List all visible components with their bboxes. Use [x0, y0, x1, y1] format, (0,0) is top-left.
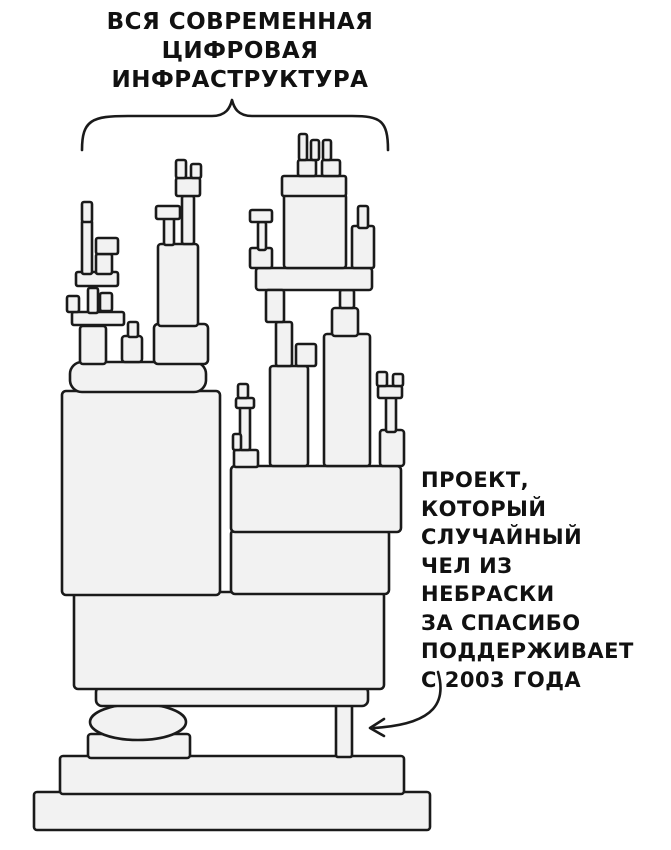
block-centre-base — [152, 322, 210, 366]
base-block-bottom — [32, 790, 432, 832]
block-top-large — [282, 192, 348, 270]
post-top-b — [309, 138, 321, 162]
block-right-a — [268, 364, 310, 468]
cube-far-right-b — [375, 370, 389, 388]
post-left-a — [86, 286, 100, 315]
block-right-upper — [229, 464, 403, 534]
cube-centre-b — [174, 176, 202, 198]
cube-small-b — [236, 382, 250, 400]
annotation-line: ЗА СПАСИБО — [421, 610, 581, 635]
post-top-left — [256, 220, 268, 252]
block-left-tall — [60, 389, 222, 597]
annotation-line: НЕБРАСКИ — [421, 582, 555, 606]
block-right-b — [294, 342, 318, 368]
block-large-middle — [72, 590, 386, 691]
bar-left-a — [70, 310, 126, 327]
title-line: ЦИФРОВАЯ — [161, 38, 319, 64]
title-caption: ВСЯ СОВРЕМЕННАЯ ЦИФРОВАЯ ИНФРАСТРУКТУРА — [60, 8, 420, 95]
title-line: ИНФРАСТРУКТУРА — [111, 67, 369, 93]
curly-brace — [80, 98, 390, 152]
block-left-b — [94, 252, 114, 276]
block-left-e — [126, 320, 140, 339]
cube-far-right-c — [391, 372, 405, 388]
cube-centre-a — [154, 204, 182, 221]
cube-small-a — [234, 396, 256, 410]
slab-left — [68, 360, 208, 394]
block-left-d — [120, 334, 144, 364]
block-right-c — [274, 320, 294, 368]
cube-top-a — [296, 158, 318, 178]
block-top-right — [350, 224, 376, 270]
block-right-tall — [322, 332, 372, 468]
annotation-caption: ПРОЕКТ, КОТОРЫЙ СЛУЧАЙНЫЙ ЧЕЛ ИЗ НЕБРАСК… — [421, 466, 634, 694]
block-left-a — [78, 324, 108, 366]
post-centre-a — [162, 216, 176, 247]
post-top-a — [297, 132, 309, 162]
cube-centre-c — [174, 158, 188, 180]
cube-left-a — [65, 294, 81, 314]
title-line: ВСЯ СОВРЕМЕННАЯ — [106, 9, 374, 35]
block-small-left-of-right — [232, 448, 260, 469]
block-right-lower — [229, 528, 391, 596]
post-centre-b — [180, 194, 196, 246]
cube-centre-d — [189, 162, 203, 180]
block-centre-tall — [156, 242, 200, 328]
annotation-line: СЛУЧАЙНЫЙ — [421, 525, 583, 549]
annotation-line: КОТОРЫЙ — [421, 496, 547, 521]
post-top-c — [321, 138, 333, 162]
cube-small-c — [231, 432, 243, 452]
post-left-b — [80, 218, 94, 276]
block-shelf-left — [264, 288, 286, 324]
block-right-e — [338, 288, 356, 310]
annotation-line: С 2003 ГОДА — [421, 667, 582, 692]
annotation-line: ПОДДЕРЖИВАЕТ — [421, 639, 634, 663]
cube-top-left — [248, 208, 274, 224]
base-round-stone — [88, 702, 188, 742]
cube-left-c — [80, 200, 94, 224]
block-far-right — [378, 428, 406, 468]
cube-left-b — [98, 291, 114, 313]
arrow-to-tiny-block — [372, 670, 442, 730]
annotation-line: ПРОЕКТ, — [421, 468, 530, 492]
tiny-support-block — [334, 701, 354, 759]
base-block-lower — [58, 754, 406, 796]
cube-top-b — [320, 158, 342, 178]
block-right-d — [330, 306, 360, 338]
cube-far-right-a — [376, 384, 404, 400]
shelf-right — [254, 266, 374, 292]
block-left-c — [94, 236, 120, 256]
annotation-line: ЧЕЛ ИЗ — [421, 553, 513, 578]
post-top-right — [356, 204, 370, 230]
arrow-head — [368, 717, 386, 738]
bar-top — [280, 174, 348, 198]
